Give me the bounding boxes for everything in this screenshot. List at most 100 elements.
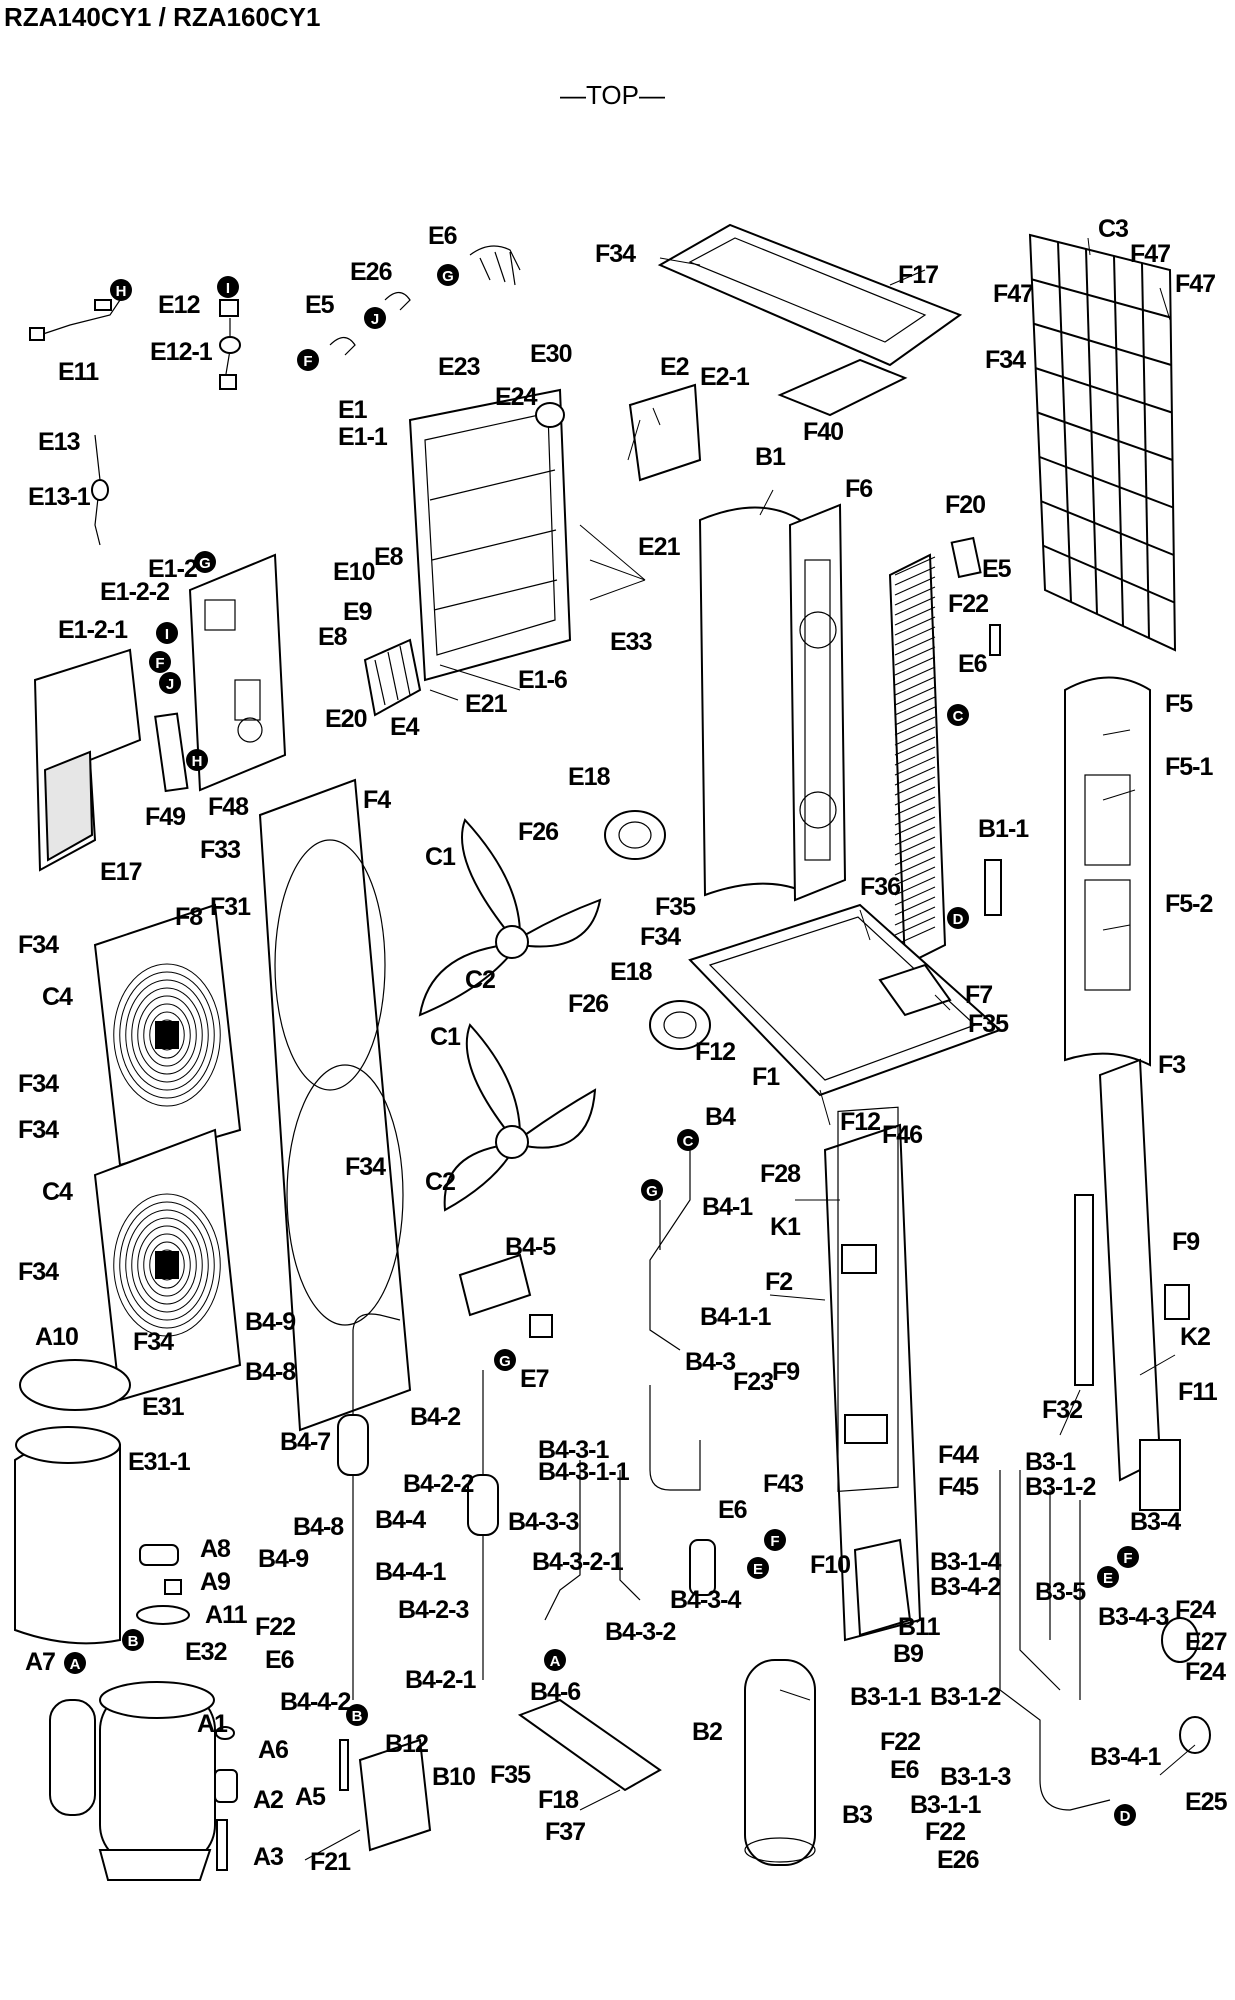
label-e6-c: E6 — [890, 1756, 919, 1784]
handle-f9 — [1164, 1284, 1190, 1320]
wiring-harness-e5 — [329, 336, 356, 356]
label-f33: F33 — [200, 836, 240, 864]
pcb-e1-2 — [188, 553, 287, 792]
base-plate-f1 — [688, 903, 1002, 1097]
label-e13: E13 — [38, 428, 80, 456]
thermistor-f22-top — [989, 624, 1001, 656]
bracket-f18 — [517, 1698, 662, 1792]
label-k1: K1 — [770, 1213, 801, 1241]
marker-f-b3: F — [1117, 1546, 1139, 1568]
label-b1: B1 — [755, 443, 786, 471]
label-e18-a: E18 — [568, 763, 611, 791]
label-e7: E7 — [520, 1365, 549, 1393]
piping-b3 — [999, 1470, 1111, 1811]
marker-c-coil: C — [947, 704, 969, 726]
part-a8 — [139, 1544, 179, 1566]
label-f1: F1 — [752, 1063, 780, 1091]
label-a8: A8 — [200, 1535, 231, 1563]
muffler-b4-2-2 — [467, 1370, 499, 1680]
label-b3-1-1-a: B3-1-1 — [850, 1683, 922, 1711]
label-f10: F10 — [810, 1551, 850, 1579]
marker-f-receiver: F — [764, 1529, 786, 1551]
marker-g-pipe: G — [641, 1179, 663, 1201]
label-f5-2: F5-2 — [1165, 890, 1213, 918]
wiring-harness-e12 — [219, 299, 241, 390]
label-b4-6: B4-6 — [530, 1678, 580, 1706]
wiring-harness-e6-top — [469, 245, 521, 286]
svg-text:E: E — [1103, 1570, 1113, 1587]
label-f48: F48 — [208, 793, 249, 821]
svg-text:I: I — [165, 626, 169, 643]
svg-text:F: F — [303, 353, 312, 370]
label-b4-9-a: B4-9 — [245, 1308, 295, 1336]
label-b4-3: B4-3 — [685, 1348, 735, 1376]
svg-text:D: D — [953, 911, 964, 928]
bracket-e2 — [628, 383, 702, 482]
label-f7: F7 — [965, 981, 992, 1009]
marker-f-pcb: F — [149, 651, 171, 673]
svg-text:A: A — [550, 1653, 561, 1670]
marker-g-valve: G — [494, 1349, 516, 1371]
label-b9: B9 — [893, 1640, 923, 1668]
label-c2-a: C2 — [465, 966, 495, 994]
label-f9-right: F9 — [1172, 1228, 1199, 1256]
four-way-valve-b4-5 — [458, 1253, 553, 1338]
label-e12-1: E12-1 — [150, 338, 213, 366]
marker-e-receiver: E — [747, 1557, 769, 1579]
label-f34-top: F34 — [595, 240, 636, 268]
svg-text:A: A — [70, 1656, 81, 1673]
label-b3-4-1: B3-4-1 — [1090, 1743, 1162, 1771]
label-e6-mid: E6 — [718, 1496, 747, 1524]
svg-text:F: F — [770, 1533, 779, 1550]
svg-text:E: E — [753, 1561, 763, 1578]
front-frame-f4 — [258, 778, 412, 1432]
label-b3-1-2-b: B3-1-2 — [930, 1683, 1001, 1711]
label-e5-right: E5 — [982, 555, 1012, 583]
label-e5-top: E5 — [305, 291, 335, 319]
fan-guard-c4-top — [93, 903, 242, 1167]
label-f3: F3 — [1158, 1051, 1185, 1079]
piping-b4 — [544, 1130, 701, 1621]
label-e13-1: E13-1 — [28, 483, 91, 511]
marker-i-pcb: I — [156, 622, 178, 644]
label-c1-a: C1 — [425, 843, 456, 871]
rear-guard-c3 — [1028, 233, 1177, 652]
top-panel-f17 — [657, 223, 963, 417]
marker-i-top: I — [217, 276, 239, 298]
jacket-top-a10 — [19, 1359, 131, 1411]
accumulator-b4-3-4 — [689, 1539, 716, 1596]
part-a3 — [216, 1819, 228, 1871]
label-b4-3-1-1: B4-3-1-1 — [538, 1458, 630, 1486]
label-b1-1: B1-1 — [978, 815, 1029, 843]
part-a6 — [215, 1726, 235, 1740]
ferrite-core-e30 — [535, 402, 565, 428]
label-f22-top: F22 — [948, 590, 988, 618]
label-f24-a: F24 — [1175, 1596, 1216, 1624]
label-b3-1-a: B3-1 — [1025, 1448, 1076, 1476]
marker-j-top: J — [364, 307, 386, 329]
label-f34-d: F34 — [18, 1070, 59, 1098]
label-a1: A1 — [197, 1710, 228, 1738]
label-e10: E10 — [333, 558, 375, 586]
label-b4-3-3: B4-3-3 — [508, 1508, 579, 1536]
label-e2: E2 — [660, 353, 689, 381]
label-b4-8-b: B4-8 — [293, 1513, 344, 1541]
label-a11: A11 — [205, 1601, 248, 1629]
bracket-f11 — [1139, 1439, 1181, 1511]
label-b4-2: B4-2 — [410, 1403, 460, 1431]
label-e33: E33 — [610, 628, 652, 656]
label-b4-4-1: B4-4-1 — [375, 1558, 447, 1586]
marker-g-pcb: G — [194, 551, 216, 573]
marker-e-b3: E — [1097, 1566, 1119, 1588]
sensor-e13 — [91, 434, 109, 546]
label-b3: B3 — [842, 1801, 872, 1829]
label-f12-a: F12 — [695, 1038, 735, 1066]
corner-panel-f3 — [1074, 1058, 1162, 1482]
label-f34-g: F34 — [18, 1258, 59, 1286]
fan-motor-e18-bottom — [649, 1000, 711, 1050]
part-a11 — [136, 1605, 190, 1625]
propeller-fan-c1-top — [418, 818, 602, 1017]
marker-b-b4: B — [346, 1704, 368, 1726]
svg-text:B: B — [352, 1708, 363, 1725]
label-e25: E25 — [1185, 1788, 1228, 1816]
